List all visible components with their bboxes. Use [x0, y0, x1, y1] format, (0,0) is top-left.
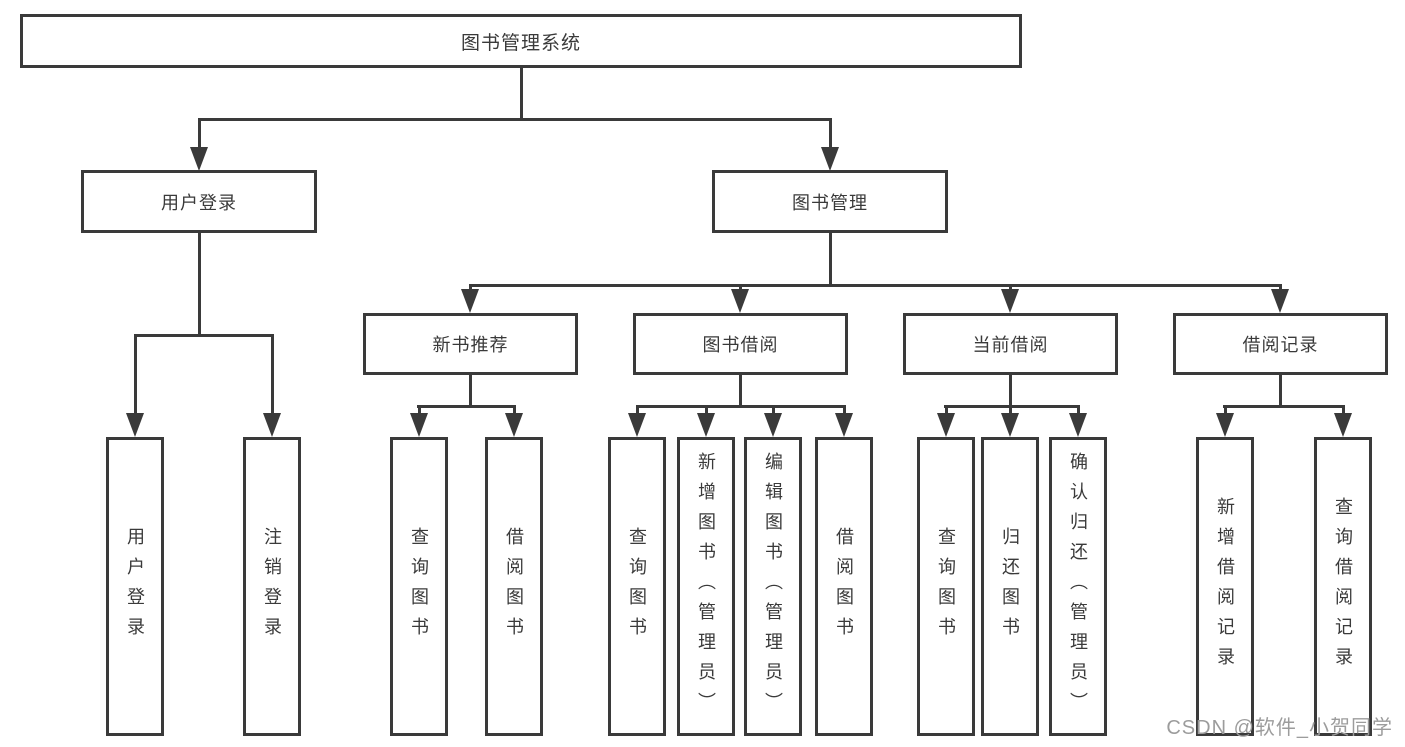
arrowhead-down — [821, 147, 839, 171]
arrowhead-down — [1271, 289, 1289, 313]
leaf-confirm-return-admin: 确认归还（管理员） — [1049, 437, 1107, 736]
connector-vline — [945, 405, 948, 417]
leaf-edit-books-admin: 编辑图书（管理员） — [744, 437, 802, 736]
connector-vline — [271, 405, 274, 417]
node-borrowing-records: 借阅记录 — [1173, 313, 1388, 375]
node-library-management-system: 图书管理系统 — [20, 14, 1022, 68]
connector-vline — [1009, 405, 1012, 417]
connector-vline — [134, 334, 137, 414]
connector-vline — [271, 334, 274, 414]
arrowhead-down — [263, 413, 281, 437]
connector-vline — [772, 405, 775, 417]
connector-vline — [1009, 284, 1012, 292]
node-label: 借阅记录 — [1242, 335, 1319, 355]
arrowhead-down — [835, 413, 853, 437]
connector-vline — [1342, 405, 1345, 417]
connector-vline — [829, 118, 832, 150]
node-user-login: 用户登录 — [81, 170, 317, 233]
node-label: 图书管理 — [792, 192, 868, 213]
connector-vline — [513, 405, 516, 417]
node-book-borrowing: 图书借阅 — [633, 313, 848, 375]
leaf-add-borrow-record: 新增借阅记录 — [1196, 437, 1254, 736]
connector-vline — [520, 68, 523, 120]
arrowhead-down — [126, 413, 144, 437]
leaf-label: 归还图书 — [1000, 526, 1020, 647]
arrowhead-down — [1334, 413, 1352, 437]
connector-vline — [198, 233, 201, 336]
arrowhead-down — [410, 413, 428, 437]
connector-hline — [198, 118, 831, 121]
node-label: 当前借阅 — [972, 335, 1049, 355]
leaf-label: 编辑图书（管理员） — [763, 451, 783, 722]
leaf-search-borrow-record: 查询借阅记录 — [1314, 437, 1372, 736]
leaf-borrow-books-borrowing: 借阅图书 — [815, 437, 873, 736]
connector-vline — [469, 375, 472, 407]
arrowhead-down — [697, 413, 715, 437]
connector-vline — [1077, 405, 1080, 417]
connector-hline — [1223, 405, 1345, 408]
arrowhead-down — [937, 413, 955, 437]
arrowhead-down — [731, 289, 749, 313]
arrowhead-down — [505, 413, 523, 437]
leaf-label: 新增借阅记录 — [1215, 496, 1235, 677]
connector-vline — [1279, 284, 1282, 292]
leaf-label: 查询借阅记录 — [1333, 496, 1353, 677]
leaf-return-books: 归还图书 — [981, 437, 1039, 736]
node-current-borrowing: 当前借阅 — [903, 313, 1118, 375]
node-label: 图书管理系统 — [460, 32, 581, 54]
watermark: CSDN @软件_小贺同学 — [1166, 717, 1393, 739]
connector-vline — [1279, 375, 1282, 407]
leaf-search-books-current: 查询图书 — [917, 437, 975, 736]
arrowhead-down — [1216, 413, 1234, 437]
leaf-label: 借阅图书 — [834, 526, 854, 647]
leaf-user-login: 用户登录 — [106, 437, 164, 736]
connector-vline — [1224, 405, 1227, 417]
connector-hline — [134, 334, 274, 337]
node-new-book-recommendation: 新书推荐 — [363, 313, 578, 375]
arrowhead-down — [1001, 289, 1019, 313]
connector-vline — [636, 405, 639, 417]
connector-hline — [469, 284, 1282, 287]
leaf-logout: 注销登录 — [243, 437, 301, 736]
connector-vline — [418, 405, 421, 417]
leaf-search-books-borrowing: 查询图书 — [608, 437, 666, 736]
leaf-label: 新增图书（管理员） — [696, 451, 716, 722]
arrowhead-down — [764, 413, 782, 437]
connector-hline — [636, 405, 846, 408]
connector-vline — [829, 233, 832, 286]
leaf-label: 查询图书 — [409, 526, 429, 647]
node-book-management: 图书管理 — [712, 170, 948, 233]
arrowhead-down — [1001, 413, 1019, 437]
connector-vline — [843, 405, 846, 417]
arrowhead-down — [461, 289, 479, 313]
connector-vline — [705, 405, 708, 417]
node-label: 新书推荐 — [432, 335, 509, 355]
leaf-label: 确认归还（管理员） — [1068, 451, 1088, 722]
leaf-label: 查询图书 — [627, 526, 647, 647]
leaf-search-books-recommend: 查询图书 — [390, 437, 448, 736]
arrowhead-down — [1069, 413, 1087, 437]
connector-vline — [739, 284, 742, 292]
connector-vline — [198, 118, 201, 150]
connector-vline — [1009, 375, 1012, 407]
leaf-add-books-admin: 新增图书（管理员） — [677, 437, 735, 736]
connector-hline — [417, 405, 516, 408]
leaf-borrow-books-recommend: 借阅图书 — [485, 437, 543, 736]
leaf-label: 用户登录 — [125, 526, 145, 647]
node-label: 用户登录 — [161, 192, 237, 213]
connector-vline — [469, 284, 472, 292]
connector-vline — [134, 405, 137, 417]
leaf-label: 查询图书 — [936, 526, 956, 647]
connector-vline — [739, 375, 742, 407]
connector-hline — [944, 405, 1080, 408]
leaf-label: 借阅图书 — [504, 526, 524, 647]
arrowhead-down — [628, 413, 646, 437]
node-label: 图书借阅 — [702, 335, 779, 355]
leaf-label: 注销登录 — [262, 526, 282, 647]
arrowhead-down — [190, 147, 208, 171]
